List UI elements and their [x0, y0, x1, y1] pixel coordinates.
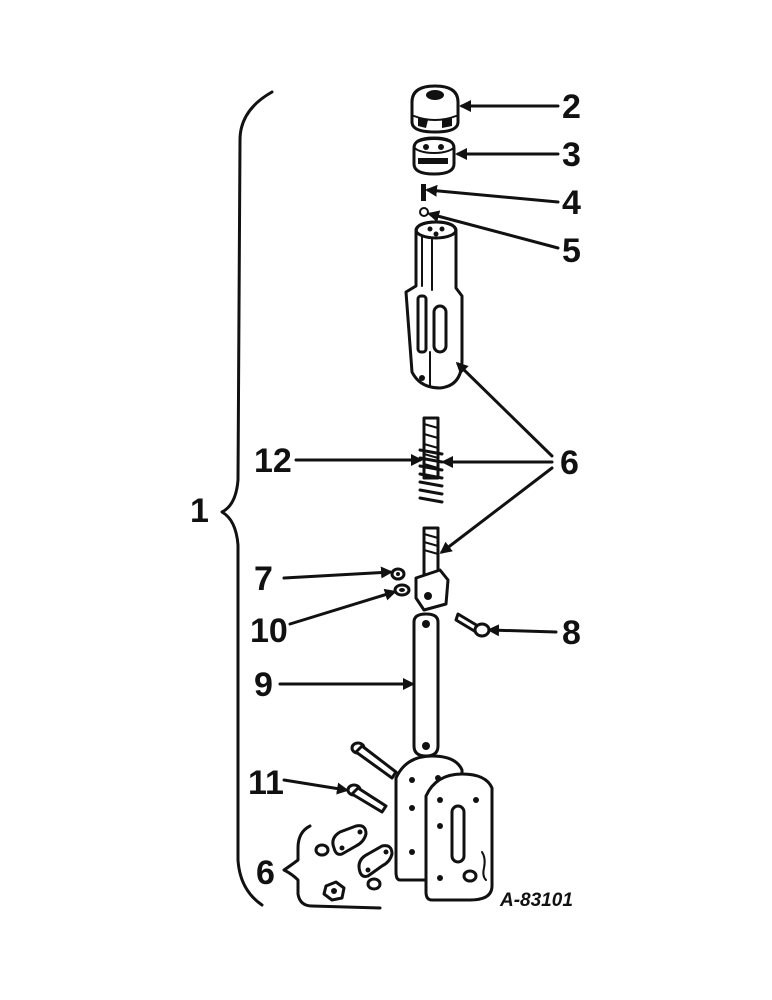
- callout-2: 2: [562, 88, 581, 126]
- part-cap: [410, 84, 460, 134]
- part-threaded-rod: [418, 416, 444, 504]
- callout-12: 12: [254, 442, 292, 480]
- callout-6-upper: 6: [560, 444, 579, 482]
- part-pin: [421, 184, 426, 201]
- part-ball: [419, 207, 429, 217]
- hardware-group-brace: [282, 824, 382, 910]
- callout-4: 4: [562, 184, 581, 222]
- part-lower-shaft: [414, 526, 450, 612]
- leader-6-lower: [439, 466, 554, 554]
- callout-11: 11: [248, 764, 284, 802]
- drawing-reference-code: A-83101: [499, 890, 573, 911]
- leader-10: [288, 588, 397, 626]
- callout-6-lower: 6: [256, 854, 275, 892]
- leader-5: [427, 210, 560, 250]
- part-hardware-group: [314, 824, 394, 902]
- callout-7: 7: [254, 560, 273, 598]
- assembly-brace: [220, 90, 274, 907]
- callout-10: 10: [250, 612, 288, 650]
- part-washer: [393, 583, 411, 597]
- leader-8: [487, 624, 558, 637]
- part-link-bar: [412, 612, 440, 758]
- callout-9: 9: [254, 666, 273, 704]
- callout-1: 1: [190, 492, 209, 530]
- part-bolt: [454, 612, 491, 638]
- leader-lines: [278, 100, 560, 795]
- part-mounting-brackets: [394, 754, 494, 902]
- part-upper-fork: [404, 220, 464, 390]
- part-long-bolts: [346, 741, 398, 814]
- leader-6-upper: [455, 361, 554, 458]
- leader-11: [282, 778, 349, 795]
- part-knob: [412, 136, 456, 176]
- leader-4: [425, 184, 560, 204]
- leader-7: [282, 566, 393, 580]
- callout-5: 5: [562, 232, 581, 270]
- callout-8: 8: [562, 614, 581, 652]
- part-nut: [390, 567, 406, 581]
- callout-3: 3: [562, 136, 581, 174]
